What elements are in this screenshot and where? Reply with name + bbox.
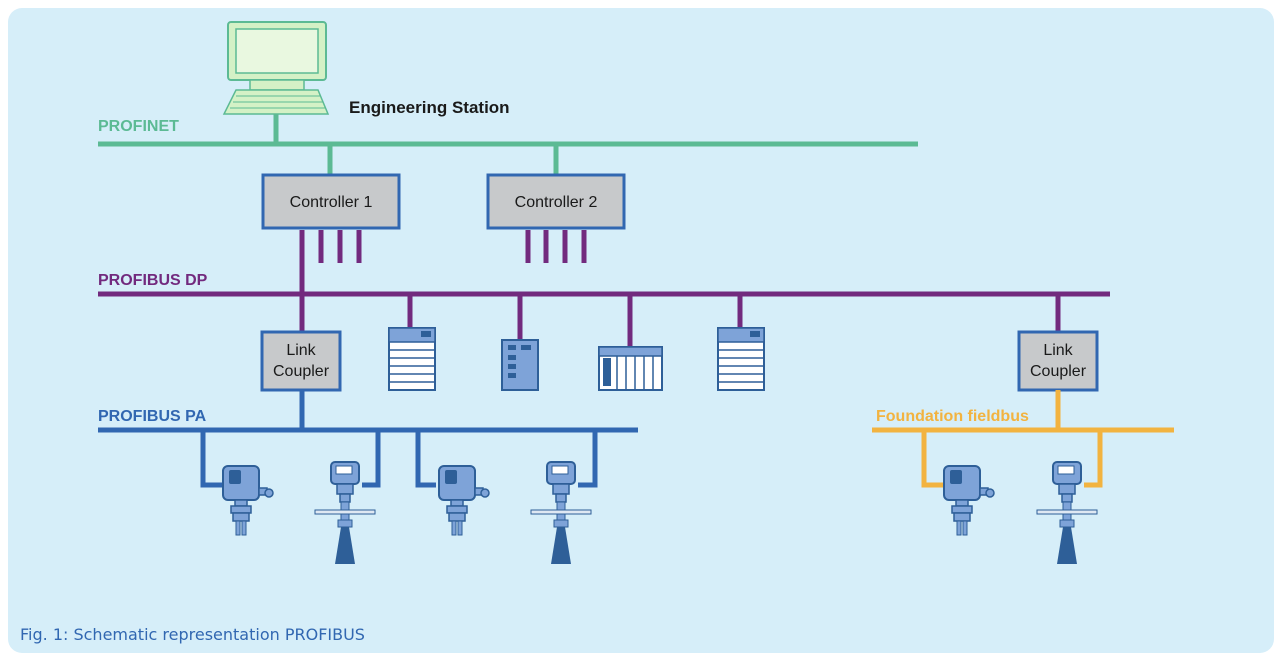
controller-2: Controller 2 [486,173,626,230]
io-module-icon [388,327,436,391]
io-module-icon [717,327,765,391]
figure-caption: Fig. 1: Schematic representation PROFIBU… [20,625,365,644]
controller-1: Controller 1 [261,173,401,230]
engineering-station-label: Engineering Station [349,98,510,117]
rack-module-icon [598,346,663,391]
foundation-fieldbus-label: Foundation fieldbus [876,408,1029,425]
profinet-bus [98,114,918,176]
link-coupler-2: Link Coupler [1017,330,1099,392]
profibus-dp-label: PROFIBUS DP [98,272,208,289]
link-coupler-1: Link Coupler [260,330,342,392]
controller-1-label: Controller 1 [290,194,373,211]
computer-icon [222,21,330,115]
link-coupler-1-line2: Coupler [273,363,330,380]
controller-io-stubs [318,230,587,263]
controller-2-label: Controller 2 [515,194,598,211]
profibus-dp-bus [98,230,1110,347]
profinet-label: PROFINET [98,118,179,135]
foundation-fieldbus-bus [872,390,1174,488]
link-coupler-2-line1: Link [1043,342,1073,359]
remote-io-icon [501,339,539,391]
profibus-pa-bus [98,390,638,488]
link-coupler-2-line2: Coupler [1030,363,1087,380]
profibus-pa-label: PROFIBUS PA [98,408,207,425]
link-coupler-1-line1: Link [286,342,316,359]
